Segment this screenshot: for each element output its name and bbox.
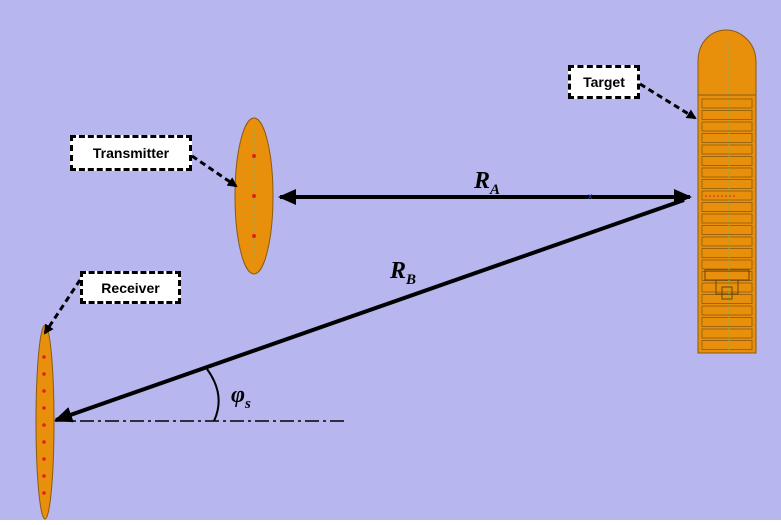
target-rib <box>701 259 753 270</box>
target-rib <box>701 340 753 350</box>
target-rib <box>701 179 753 189</box>
transmitter-element <box>252 194 256 198</box>
target-rib <box>701 225 753 235</box>
receiver-element <box>42 457 46 461</box>
target-rib <box>701 317 753 327</box>
target-rib <box>701 328 753 339</box>
transmitter-element <box>252 234 256 238</box>
target-rib <box>701 156 753 166</box>
target-rib <box>701 213 753 224</box>
target-bay-slot <box>721 286 733 300</box>
angle-label: φs <box>231 382 251 412</box>
target-body <box>697 94 757 354</box>
range-b-arrow <box>54 198 685 423</box>
target-rib <box>701 305 753 316</box>
receiver-callout-leader <box>43 279 82 335</box>
target-callout: Target <box>568 65 640 99</box>
receiver-element <box>42 406 46 410</box>
receiver-element <box>42 423 46 427</box>
receiver-element <box>42 372 46 376</box>
receiver-element <box>42 389 46 393</box>
transmitter-antenna <box>234 117 274 275</box>
target-rib <box>701 236 753 247</box>
target-rib <box>701 282 753 293</box>
angle-arc <box>206 368 220 422</box>
target-rib <box>701 133 753 143</box>
receiver-element <box>42 474 46 478</box>
target-rib <box>701 121 753 132</box>
target-ribs <box>701 98 753 350</box>
target-rib <box>701 190 753 201</box>
receiver-element <box>42 440 46 444</box>
target-callout-leader <box>639 82 697 120</box>
receiver-elements <box>42 355 46 495</box>
receiver-callout: Receiver <box>80 271 181 304</box>
target-rib <box>701 202 753 212</box>
receiver-element <box>42 355 46 359</box>
target-rib <box>701 144 753 155</box>
target-bay-inner <box>715 279 739 295</box>
range-b-label: RB <box>389 258 416 288</box>
receiver-element <box>42 491 46 495</box>
target-rib <box>701 98 753 109</box>
target-rib <box>701 248 753 258</box>
target-rib <box>701 167 753 178</box>
transmitter-element <box>252 154 256 158</box>
transmitter-callout-leader <box>191 154 238 188</box>
receiver-array <box>35 324 55 520</box>
target-center-mark: x <box>588 191 593 201</box>
range-a-label: RA <box>473 168 500 198</box>
target-object <box>697 29 757 354</box>
receiver-antenna <box>35 324 55 520</box>
target-rib <box>701 110 753 120</box>
target-nose <box>697 29 757 96</box>
transmitter-callout: Transmitter <box>70 135 192 171</box>
